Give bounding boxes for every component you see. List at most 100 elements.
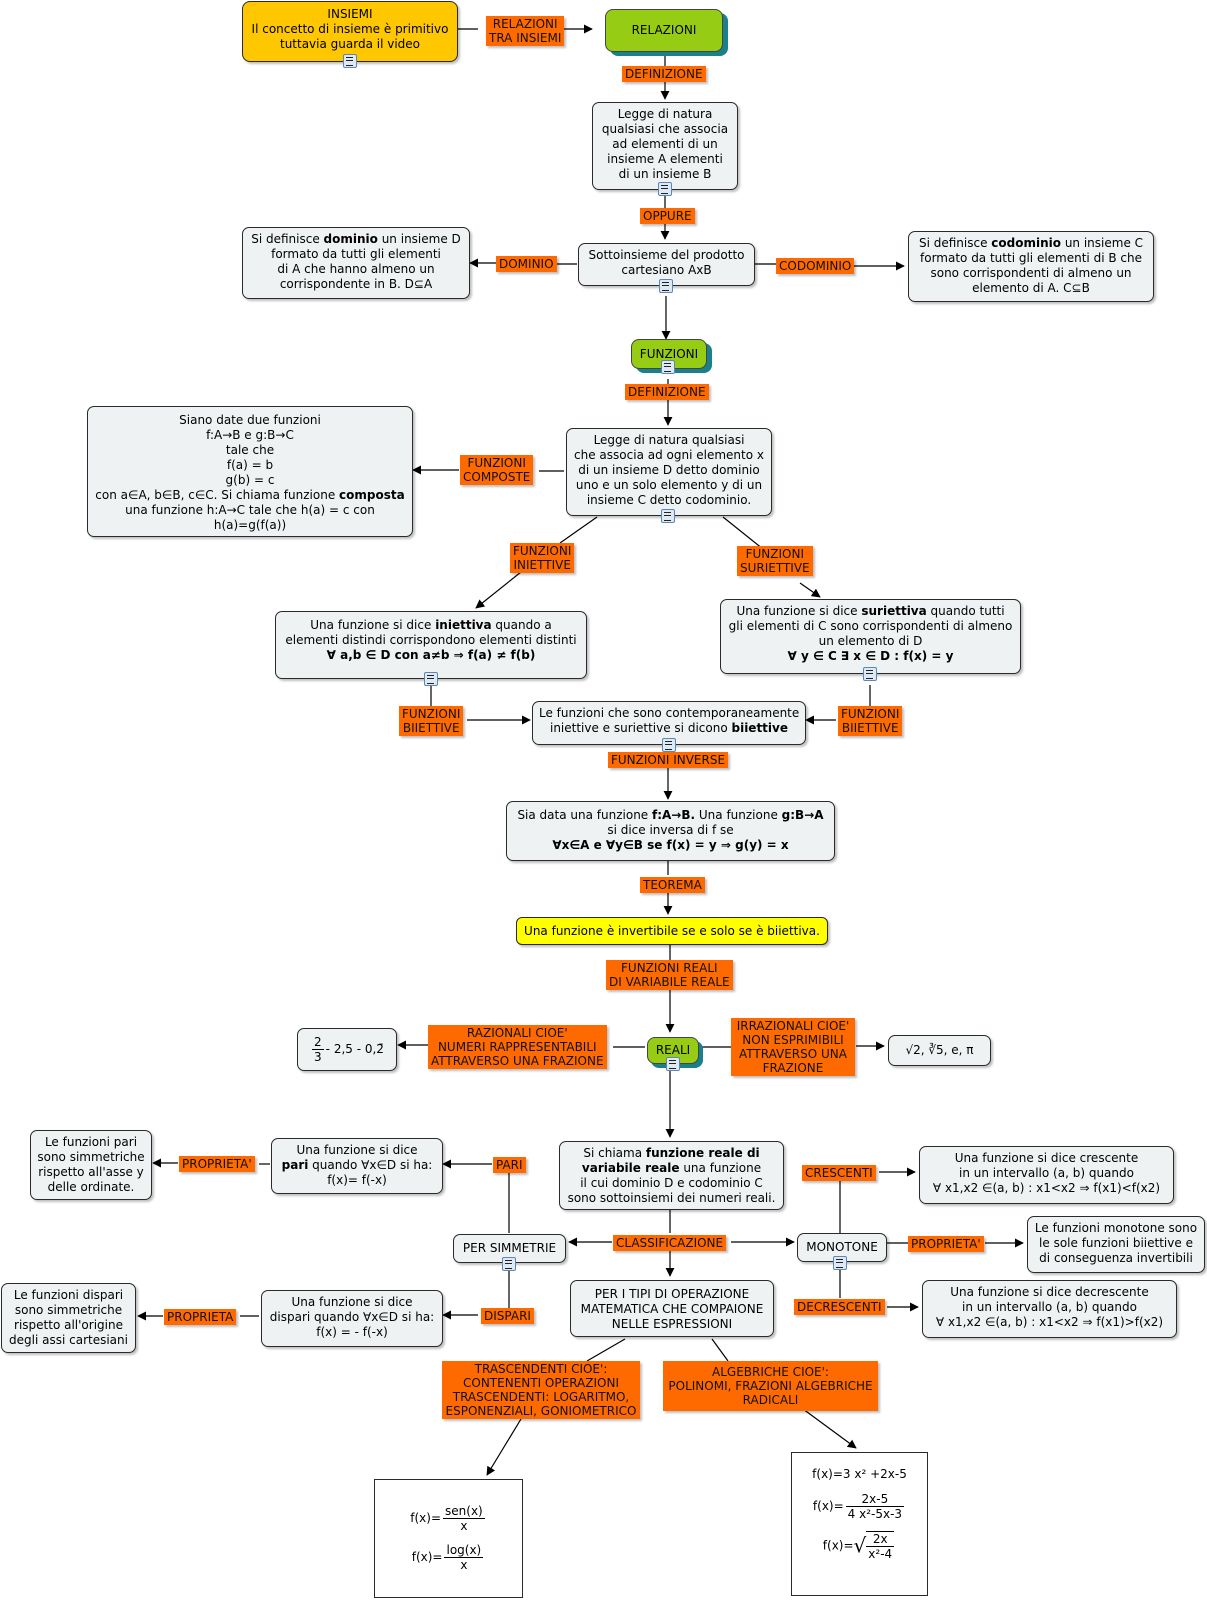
denominator: 4 x²-5x-3 (847, 1507, 903, 1521)
insiemi-node[interactable]: INSIEMI Il concetto di insieme è primiti… (242, 1, 458, 62)
document-attachment-icon[interactable] (658, 182, 672, 196)
text-line: una funzione h:A→C tale che h(a) = c con (125, 503, 375, 517)
label-proprieta-pari[interactable]: PROPRIETA' (179, 1156, 255, 1172)
label-line: RAZIONALI CIOE' (466, 1026, 568, 1040)
dispari-definition-node[interactable]: Una funzione si dice dispari quando ∀x∈D… (261, 1290, 443, 1347)
label-funzioni-biiettive-right[interactable]: FUNZIONI BIIETTIVE (838, 706, 903, 736)
fr-l2b: una funzione (679, 1161, 762, 1175)
lhs: f(x)= (822, 1538, 854, 1553)
label-line: CODOMINIO (779, 259, 852, 273)
label-definizione-funzione[interactable]: DEFINIZIONE (625, 384, 709, 400)
document-attachment-icon[interactable] (502, 1257, 516, 1271)
funzione-composta-node[interactable]: Siano date due funzioni f:A→B e g:B→C ta… (87, 406, 413, 537)
label-oppure[interactable]: OPPURE (640, 208, 695, 224)
dominio-definition-node[interactable]: Si definisce dominio un insieme D format… (242, 227, 470, 299)
label-proprieta-monotone[interactable]: PROPRIETA' (908, 1236, 984, 1252)
label-line: RELAZIONI (492, 17, 558, 31)
label-funzioni-iniettive[interactable]: FUNZIONI INIETTIVE (510, 543, 575, 573)
fraction: log(x)x (444, 1543, 484, 1572)
inversa-f: f:A→B. (652, 808, 696, 822)
label-classificazione[interactable]: CLASSIFICAZIONE (613, 1235, 727, 1251)
crescente-definition-node[interactable]: Una funzione si dice crescente in un int… (919, 1146, 1174, 1204)
funzione-reale-node[interactable]: Si chiama funzione reale di variabile re… (559, 1141, 784, 1210)
text-line: rispetto all'asse y (38, 1165, 144, 1179)
suriettiva-node[interactable]: Una funzione si dice suriettiva quando t… (720, 599, 1021, 674)
relazioni-node[interactable]: RELAZIONI (605, 9, 723, 52)
label-dominio[interactable]: DOMINIO (496, 256, 557, 272)
text-line: Sia data una funzione f:A→B. Una funzion… (513, 808, 828, 823)
label-proprieta-dispari[interactable]: PROPRIETA (164, 1309, 237, 1325)
numerator: sen(x) (443, 1504, 485, 1519)
label-crescenti[interactable]: CRESCENTI (802, 1165, 876, 1181)
label-relazioni-tra-insiemi[interactable]: RELAZIONI TRA INSIEMI (486, 16, 565, 46)
document-attachment-icon[interactable] (662, 738, 676, 752)
text-line: Una funzione si dice decrescente (950, 1285, 1149, 1299)
text-line: Sottoinsieme del prodotto (588, 248, 745, 262)
label-pari[interactable]: PARI (493, 1157, 526, 1173)
document-attachment-icon[interactable] (661, 509, 675, 523)
label-line: POLINOMI, FRAZIONI ALGEBRICHE (668, 1379, 873, 1393)
suriettiva-formula: ∀ y ∈ C ∃ x ∈ D : f(x) = y (787, 649, 954, 663)
label-line: BIIETTIVE (841, 721, 899, 735)
label-algebriche[interactable]: ALGEBRICHE CIOE': POLINOMI, FRAZIONI ALG… (663, 1361, 878, 1411)
label-definizione-relazione[interactable]: DEFINIZIONE (622, 66, 706, 82)
label-trascendenti[interactable]: TRASCENDENTI CIOE': CONTENENTI OPERAZION… (442, 1361, 640, 1419)
tipi-operazione-node[interactable]: PER I TIPI DI OPERAZIONE MATEMATICA CHE … (570, 1280, 774, 1337)
text-line: ∀ x1,x2 ∈(a, b) : x1<x2 ⇒ f(x1)>f(x2) (935, 1315, 1164, 1329)
label-dispari[interactable]: DISPARI (481, 1308, 534, 1324)
label-funzioni-inverse[interactable]: FUNZIONI INVERSE (608, 752, 729, 768)
inversa-node[interactable]: Sia data una funzione f:A→B. Una funzion… (506, 801, 835, 861)
label-decrescenti[interactable]: DECRESCENTI (794, 1299, 885, 1315)
text-line: in un intervallo (a, b) quando (959, 1166, 1134, 1180)
text-line: di un insieme B (618, 167, 712, 181)
teorema-node[interactable]: Una funzione è invertibile se e solo se … (516, 917, 828, 945)
pari-bold: pari (281, 1158, 309, 1172)
label-codominio[interactable]: CODOMINIO (776, 258, 855, 274)
iniettiva-node[interactable]: Una funzione si dice iniettiva quando a … (275, 611, 587, 679)
pari-property-node[interactable]: Le funzioni pari sono simmetriche rispet… (30, 1130, 152, 1200)
text-line: insieme A elementi (607, 152, 723, 166)
label-irrazionali[interactable]: IRRAZIONALI CIOE' NON ESPRIMIBILI ATTRAV… (731, 1018, 855, 1076)
composta-bold: composta (339, 488, 405, 502)
label-funzioni-suriettive[interactable]: FUNZIONI SURIETTIVE (737, 546, 813, 576)
text-line: insieme C detto codominio. (586, 493, 752, 507)
monotone-property-node[interactable]: Le funzioni monotone sono le sole funzio… (1027, 1216, 1205, 1273)
dispari-property-node[interactable]: Le funzioni dispari sono simmetriche ris… (1, 1283, 136, 1353)
document-attachment-icon[interactable] (863, 667, 877, 681)
label-line: CONTENENTI OPERAZIONI (463, 1376, 619, 1390)
trascendenti-examples-node[interactable]: f(x)=sen(x)x f(x)=log(x)x (374, 1479, 523, 1598)
label-teorema[interactable]: TEOREMA (640, 877, 705, 893)
text-line: f(x)= f(-x) (327, 1173, 387, 1187)
text-line: in un intervallo (a, b) quando (962, 1300, 1137, 1314)
text-line: pari quando ∀x∈D si ha: (278, 1158, 436, 1173)
document-attachment-icon[interactable] (659, 279, 673, 293)
razionali-rest: - 2,5 - 0,2̄ (325, 1042, 384, 1056)
document-attachment-icon[interactable] (833, 1256, 847, 1270)
label-line: FUNZIONI (745, 547, 805, 561)
iniettiva-post: quando a (491, 618, 552, 632)
document-attachment-icon[interactable] (661, 360, 675, 374)
text-line: Le funzioni monotone sono (1034, 1221, 1198, 1235)
label-funzioni-biiettive-left[interactable]: FUNZIONI BIIETTIVE (399, 706, 464, 736)
label-razionali[interactable]: RAZIONALI CIOE' NUMERI RAPPRESENTABILI A… (428, 1025, 607, 1069)
label-funzioni-composte[interactable]: FUNZIONI COMPOSTE (460, 455, 534, 485)
label-line: CLASSIFICAZIONE (616, 1236, 724, 1250)
text-line: elementi distindi corrispondono elementi… (285, 633, 577, 647)
sottoinsieme-node[interactable]: Sottoinsieme del prodotto cartesiano AxB (578, 243, 755, 286)
video-attachment-icon[interactable] (343, 54, 357, 68)
decrescente-definition-node[interactable]: Una funzione si dice decrescente in un i… (922, 1280, 1177, 1338)
biiettiva-pre: iniettive e suriettive si dicono (549, 721, 732, 735)
text-line: che associa ad ogni elemento x (574, 448, 764, 462)
codominio-definition-node[interactable]: Si definisce codominio un insieme C form… (908, 231, 1154, 302)
text-line: di un insieme D detto dominio (578, 463, 760, 477)
document-attachment-icon[interactable] (424, 672, 438, 686)
legge-relazione-node[interactable]: Legge di natura qualsiasi che associa ad… (592, 102, 738, 190)
pari-definition-node[interactable]: Una funzione si dice pari quando ∀x∈D si… (271, 1138, 443, 1194)
document-attachment-icon[interactable] (666, 1057, 680, 1071)
irrazionali-example-node[interactable]: √2, ∛5, e, π (888, 1035, 991, 1066)
legge-funzione-node[interactable]: Legge di natura qualsiasi che associa ad… (566, 428, 772, 516)
label-funzioni-reali[interactable]: FUNZIONI REALI DI VARIABILE REALE (606, 960, 733, 990)
